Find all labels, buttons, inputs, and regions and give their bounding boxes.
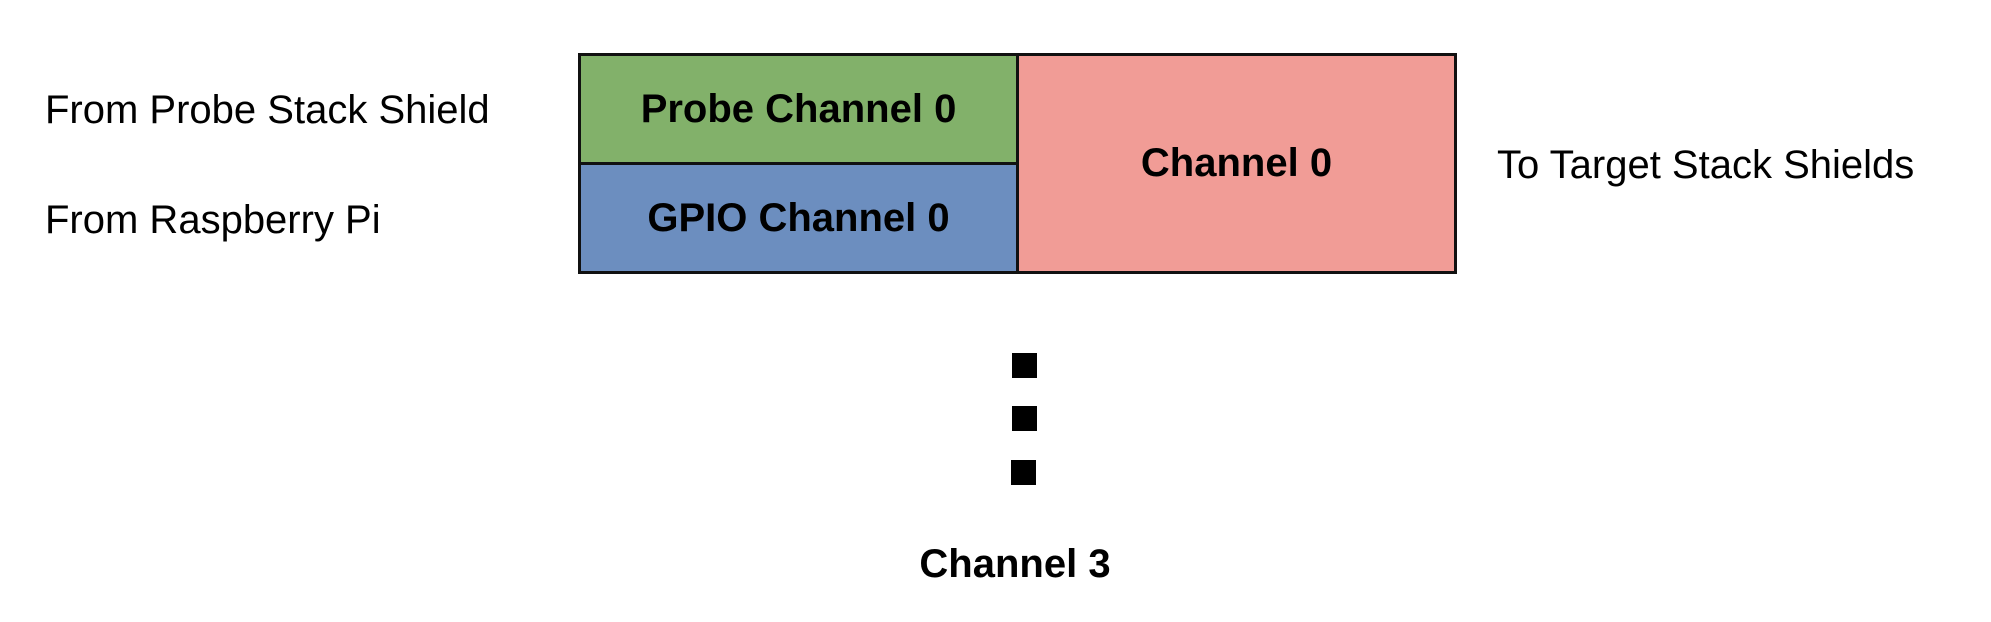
- ellipsis-dot: [1011, 460, 1036, 485]
- ellipsis-dot: [1012, 406, 1037, 431]
- probe-channel-box: Probe Channel 0: [578, 53, 1019, 165]
- raspberry-pi-source-label: From Raspberry Pi: [45, 198, 381, 242]
- probe-channel-label: Probe Channel 0: [640, 86, 957, 131]
- output-channel-label: Channel 0: [1140, 141, 1333, 185]
- probe-stack-source-label: From Probe Stack Shield: [45, 88, 490, 132]
- gpio-channel-label: GPIO Channel 0: [647, 195, 950, 240]
- output-channel-box: Channel 0: [1016, 53, 1457, 274]
- last-channel-label: Channel 3: [919, 542, 1111, 586]
- ellipsis-dot: [1012, 353, 1037, 378]
- target-stack-destination-label: To Target Stack Shields: [1497, 143, 1915, 187]
- gpio-channel-box: GPIO Channel 0: [578, 162, 1019, 274]
